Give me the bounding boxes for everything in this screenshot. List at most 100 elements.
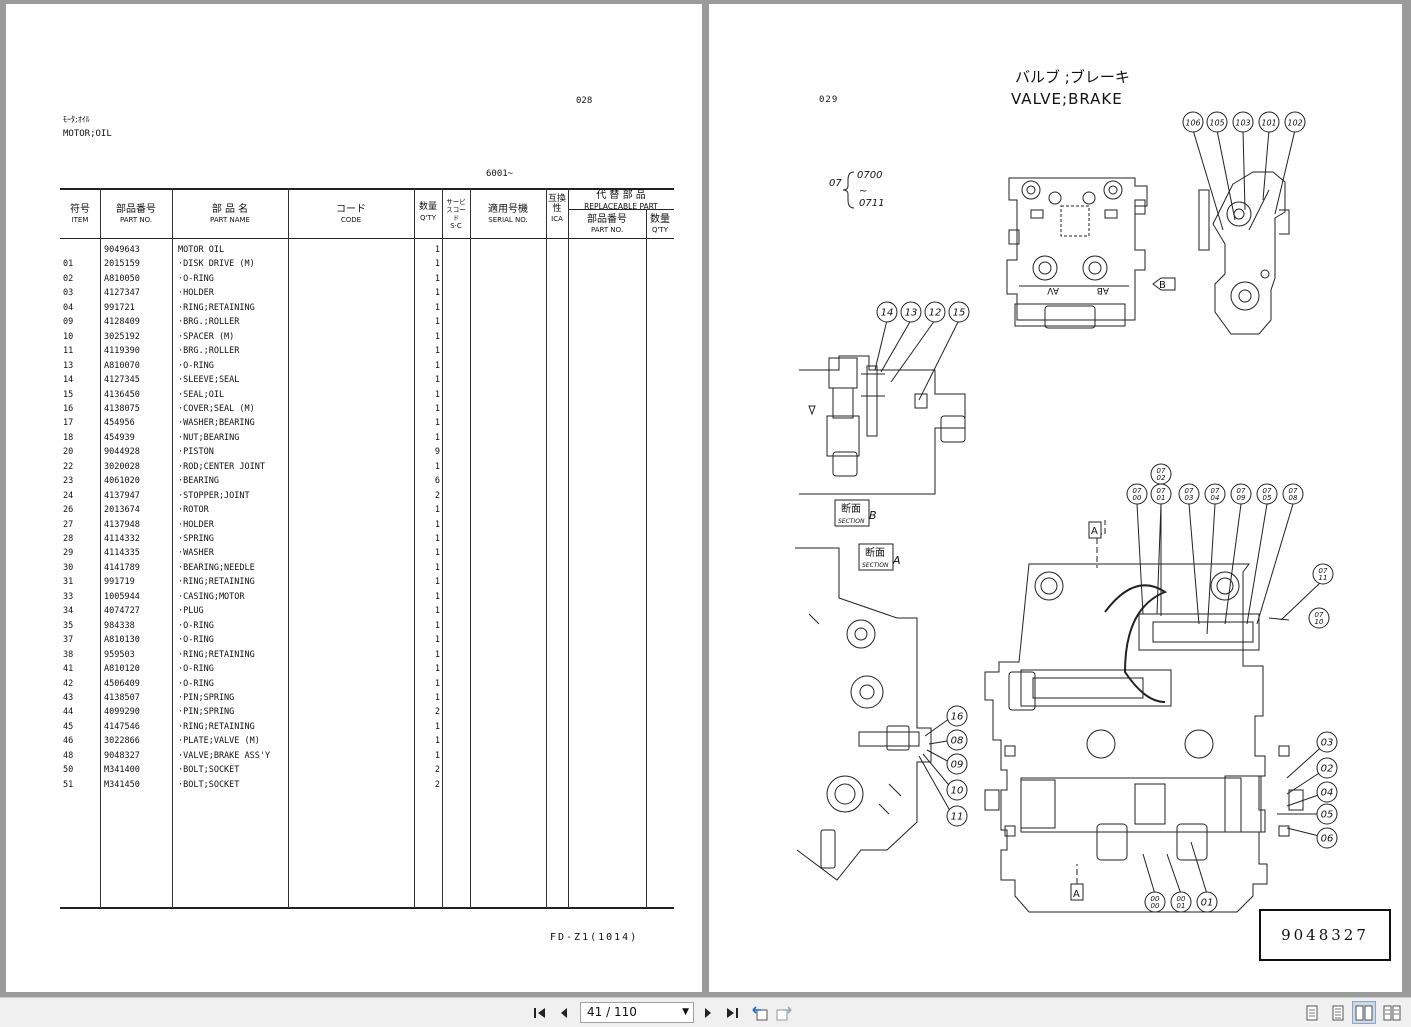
view-b-arrow: [1152, 277, 1176, 291]
qty-cell: 1: [434, 273, 440, 284]
single-page-view-icon[interactable]: [1300, 1001, 1324, 1024]
part-name-cell: ·BEARING: [178, 476, 219, 487]
item-cell: 31: [63, 577, 74, 588]
view-a-bottom: A: [1073, 889, 1080, 900]
page-right: バルブ ;ブレーキ VALVE;BRAKE 029: [709, 4, 1402, 992]
page-indicator-select[interactable]: 41 / 110 ▼: [580, 1002, 694, 1023]
next-page-icon[interactable]: [698, 1003, 718, 1023]
callout-circle: [1150, 463, 1172, 485]
exploded-diagram: 1061051031011021413121516080910110700070…: [795, 111, 1338, 913]
part-no-cell: 4506409: [104, 678, 140, 689]
valve-main-view: [984, 563, 1304, 913]
part-name-cell: ·O-RING: [178, 664, 214, 675]
callout-label: 03: [1321, 738, 1334, 749]
part-name-cell: ·BOLT;SOCKET: [178, 765, 240, 776]
part-no-cell: 9048327: [104, 750, 140, 761]
callout-label: 01: [1177, 902, 1186, 910]
callout-label: 00: [1151, 895, 1160, 903]
qty-cell: 1: [434, 519, 440, 530]
part-name-cell: ·WASHER;BEARING: [178, 418, 255, 429]
part-name-cell: ·DISK DRIVE (M): [178, 259, 255, 270]
qty-cell: 1: [434, 534, 440, 544]
forward-view-icon[interactable]: [774, 1003, 794, 1023]
part-name-cell: ·O-RING: [178, 620, 214, 631]
two-page-continuous-view-icon[interactable]: [1380, 1001, 1404, 1024]
callout-circle: [1206, 111, 1228, 133]
part-name-cell: ·BOLT;SOCKET: [178, 779, 240, 790]
item-cell: 20: [63, 447, 74, 458]
view-b-label: B: [1159, 280, 1166, 291]
continuous-view-icon[interactable]: [1326, 1001, 1350, 1024]
item-cell: 26: [63, 505, 74, 516]
item-cell: 29: [63, 548, 74, 559]
first-page-icon[interactable]: [530, 1003, 550, 1023]
port-ab: AB: [1097, 285, 1109, 295]
section-a-jp: 断面: [865, 546, 885, 559]
item-cell: 43: [63, 692, 74, 703]
chevron-down-icon: ▼: [682, 1007, 689, 1017]
part-no-cell: A810070: [104, 360, 140, 371]
item-cell: 03: [63, 288, 74, 299]
item-cell: 30: [63, 562, 74, 573]
qty-cell: 1: [434, 317, 440, 328]
last-page-icon[interactable]: [722, 1003, 742, 1023]
section-b-jp: 断面: [841, 502, 861, 515]
page-number: 028: [576, 96, 593, 106]
qty-cell: 1: [434, 375, 440, 386]
item-cell: 01: [63, 259, 74, 270]
part-no-cell: 3022866: [104, 736, 140, 747]
callout-label: 08: [1289, 494, 1298, 502]
part-name-cell: ·HOLDER: [178, 519, 214, 530]
callout-circle: [1182, 111, 1204, 133]
qty-cell: 1: [434, 736, 440, 747]
part-no-cell: 4137948: [104, 519, 140, 530]
callout-label: 09: [1237, 494, 1246, 502]
part-name-cell: ·RING;RETAINING: [178, 577, 255, 588]
callout-label: 03: [1185, 494, 1194, 502]
callout-circle: [1232, 111, 1254, 133]
item-cell: 27: [63, 519, 74, 530]
two-page-view-icon[interactable]: [1352, 1001, 1376, 1024]
prev-page-icon[interactable]: [554, 1003, 574, 1023]
back-view-icon[interactable]: [750, 1003, 770, 1023]
section-b-letter: B: [869, 509, 877, 522]
part-name-cell: ·PLUG: [178, 606, 204, 617]
item-cell: 15: [63, 389, 74, 400]
qty-cell: 1: [434, 664, 440, 675]
callout-label: 01: [1157, 494, 1166, 502]
qty-cell: 1: [434, 288, 440, 299]
qty-cell: 1: [434, 403, 440, 414]
serial-range: 6001~: [486, 169, 514, 179]
qty-cell: 1: [434, 331, 440, 342]
part-name-cell: ·RING;RETAINING: [178, 649, 255, 660]
section-b-en: SECTION: [838, 518, 865, 525]
part-name-cell: ·ROTOR: [178, 505, 209, 516]
valve-top-view: [1006, 177, 1148, 329]
callout-label: 00: [1177, 895, 1186, 903]
part-no-cell: 4061020: [104, 476, 140, 487]
callout-label: 102: [1287, 119, 1302, 128]
callout-label: 07: [1319, 567, 1328, 575]
part-name-cell: ·NUT;BEARING: [178, 432, 240, 443]
callout-label: 00: [1151, 902, 1160, 910]
callout-label: 16: [951, 712, 964, 723]
callout-label: 14: [881, 308, 894, 319]
callout-label: 07: [1289, 487, 1298, 495]
callout-circle: [1282, 483, 1304, 505]
qty-cell: 2: [434, 707, 440, 718]
callout-label: 04: [1211, 494, 1220, 502]
part-name-cell: ·SPRING: [178, 534, 214, 544]
